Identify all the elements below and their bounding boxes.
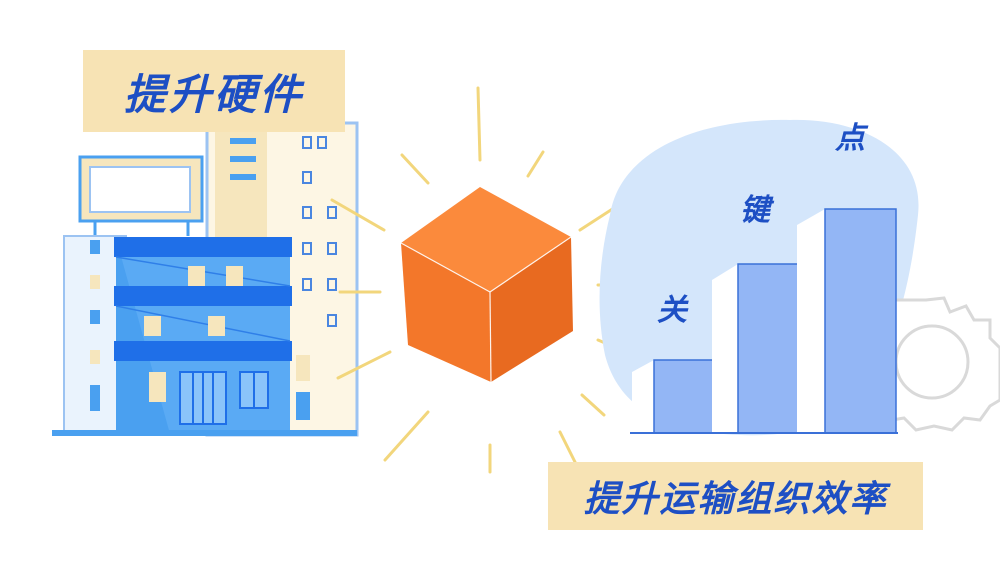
- cube-illustration: [400, 187, 573, 383]
- efficiency-label: 提升运输组织效率: [548, 462, 923, 530]
- office-building-illustration: [52, 121, 359, 437]
- gear-icon: [890, 296, 1000, 432]
- key-point-char-2: 键: [740, 193, 770, 228]
- key-point-char-1: 关: [657, 293, 687, 328]
- hardware-label: 提升硬件: [83, 50, 345, 132]
- bar-chart-illustration: [630, 208, 898, 434]
- key-point-char-3: 点: [835, 121, 865, 156]
